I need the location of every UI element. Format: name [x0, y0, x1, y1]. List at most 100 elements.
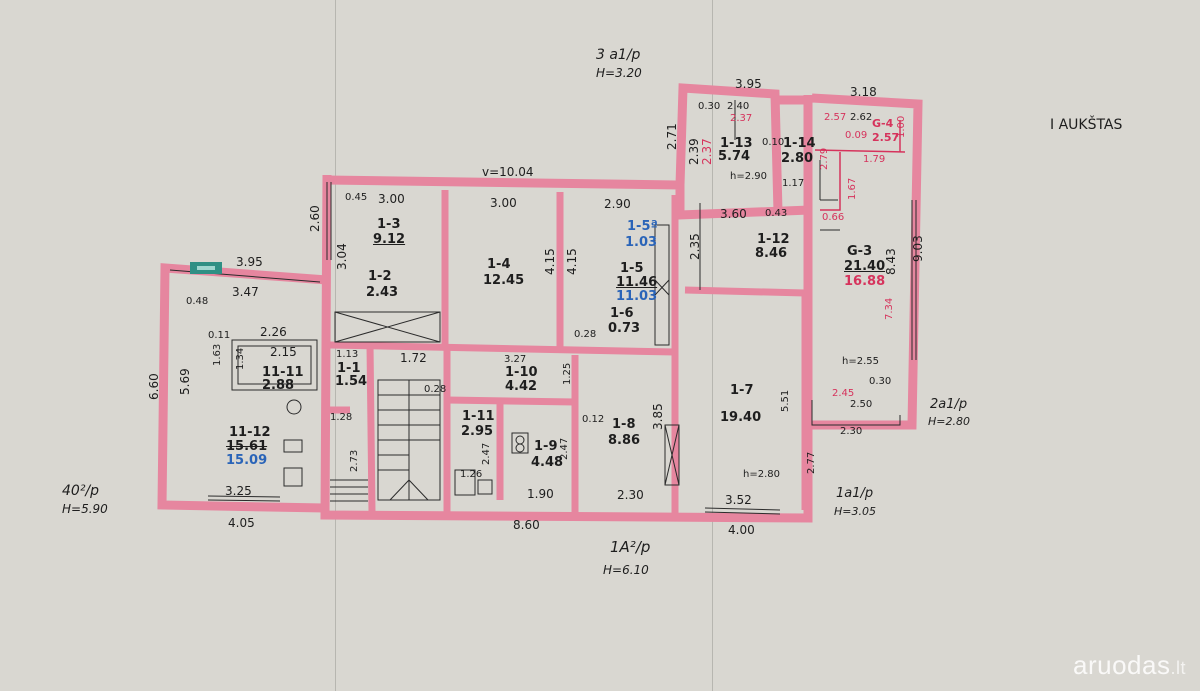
dimension: 0.48 [186, 296, 209, 307]
dimension: 3.60 [720, 207, 747, 221]
dimension: 3.00 [490, 196, 517, 210]
wall-int [684, 286, 806, 297]
dimension: 4.15 [565, 248, 579, 275]
dimension: 2.40 [727, 101, 750, 112]
wall-int [446, 396, 576, 406]
room-id: 1-7 [730, 383, 754, 398]
dimension: 8.43 [884, 248, 898, 275]
dimension: 0.66 [822, 212, 845, 223]
dimension: 1.67 [847, 177, 858, 200]
room-id: 1-5ª [627, 219, 658, 234]
room-id: G-4 [872, 117, 894, 130]
wall-r1-13 [675, 83, 783, 213]
dimension: 7.34 [884, 297, 895, 320]
dimension: 8.60 [513, 518, 540, 532]
dimension: v=10.04 [482, 165, 534, 179]
dimension: 2.57 [824, 112, 847, 123]
height-right-mid-h: H=2.80 [928, 415, 970, 428]
dimension: 5.69 [178, 368, 192, 395]
room-area: 15.61 [226, 439, 268, 454]
dimension: 1.00 [896, 115, 907, 138]
dimension: 3.00 [378, 192, 405, 206]
dimension: 2.50 [850, 399, 873, 410]
height-bottom-code: 1A²/p [610, 538, 651, 556]
room-area: 2.80 [781, 151, 814, 166]
dimension: 0.30 [698, 101, 721, 112]
dimension: 1.17 [782, 178, 805, 189]
room-id: 11-12 [229, 425, 271, 440]
room-area: 1.03 [625, 235, 658, 250]
dimension: 1.72 [400, 351, 427, 365]
room-area: 8.86 [608, 433, 641, 448]
room-id: 1-10 [505, 365, 538, 380]
room-area: 2.43 [366, 285, 399, 300]
dimension: 2.45 [832, 388, 855, 399]
dimension: 4.15 [543, 248, 557, 275]
height-top-code: 3 a1/p [596, 47, 641, 63]
dimension: 2.26 [260, 325, 287, 339]
dimension: 2.30 [840, 426, 863, 437]
dimension: 4.05 [228, 516, 255, 530]
room-id: 1-12 [757, 232, 790, 247]
watermark-brand: aruodas [1073, 650, 1171, 680]
dimension: 0.28 [424, 384, 447, 395]
dimension: 1.13 [336, 349, 359, 360]
room-area: 21.40 [844, 259, 886, 274]
left-wing-wall [157, 263, 328, 513]
height-bottom-h: H=6.10 [603, 563, 649, 577]
room-id: 1-1 [337, 361, 361, 376]
room-id: 1-13 [720, 136, 753, 151]
room-area: 1.54 [335, 374, 368, 389]
dimension: 0.10 [762, 137, 785, 148]
dimension: 3.27 [504, 354, 527, 365]
dimension: 2.62 [850, 112, 873, 123]
room-area: 2.88 [262, 378, 295, 393]
wall-int [329, 341, 676, 356]
dimension: 3.18 [850, 85, 877, 99]
dimension: 2.60 [308, 205, 322, 232]
dimension: 0.28 [574, 329, 597, 340]
dimension: 2.37 [700, 138, 714, 165]
dimension: 0.43 [765, 208, 788, 219]
dimension: 0.11 [208, 330, 231, 341]
wall-int [366, 344, 376, 513]
dimension: 1.34 [235, 347, 246, 370]
dimension: 1.63 [212, 343, 223, 366]
dimension: 1.90 [527, 487, 554, 501]
room-area: 4.48 [531, 455, 564, 470]
dimension: 2.77 [806, 451, 817, 474]
dimension: 5.51 [780, 389, 791, 412]
dimension: 3.95 [236, 255, 263, 269]
room-area: 8.46 [755, 246, 788, 261]
dimension: 3.85 [651, 403, 665, 430]
outer-wall-top [326, 175, 811, 220]
dimension: h=2.55 [842, 356, 879, 367]
room-id: 1-11 [462, 409, 495, 424]
room-area: 11.46 [616, 275, 658, 290]
dimension: 4.00 [728, 523, 755, 537]
dimension: 3.04 [335, 243, 349, 270]
height-right-mid-code: 2a1/p [930, 397, 968, 412]
room-id: 1-14 [783, 136, 816, 151]
dimension: 2.37 [730, 113, 753, 124]
dimension: 2.39 [687, 138, 701, 165]
dimension: 2.73 [349, 449, 360, 472]
watermark-logo: aruodas.lt [1073, 650, 1186, 681]
dimension: 2.90 [604, 197, 631, 211]
room-id: 11-11 [262, 365, 304, 380]
dimension: 2.79 [819, 147, 830, 170]
dimension: 2.71 [665, 123, 679, 150]
room-area: 2.95 [461, 424, 494, 439]
dimension: 1.79 [863, 154, 886, 165]
dimension: 3.95 [735, 77, 762, 91]
room-id: 1-8 [612, 417, 636, 432]
floor-title: I AUKŠTAS [1050, 117, 1123, 133]
room-id: 1-9 [534, 439, 558, 454]
watermark-tld: .lt [1170, 658, 1186, 678]
dimension: 3.47 [232, 285, 259, 299]
room-id: 1-2 [368, 269, 392, 284]
dimension: 0.30 [869, 376, 892, 387]
room-area: 9.12 [373, 232, 406, 247]
